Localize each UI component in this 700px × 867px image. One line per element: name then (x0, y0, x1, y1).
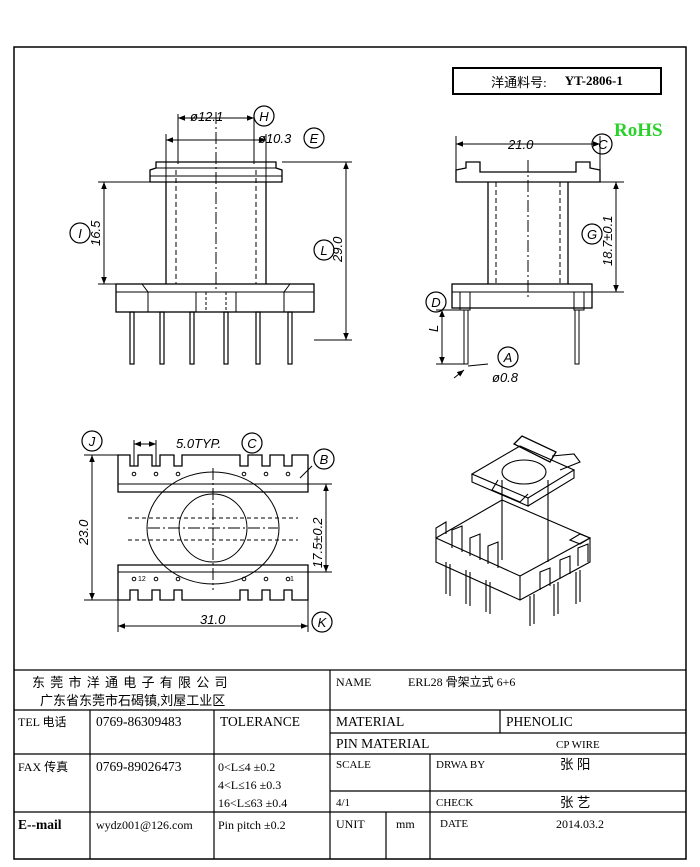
marker-a: A (503, 350, 513, 365)
marker-c-circle (241, 432, 263, 454)
date-label: DATE (440, 818, 469, 830)
dim-e-text: ø10.3 (258, 131, 292, 146)
front-view (98, 112, 352, 365)
tel-label: TEL 电话 (18, 715, 67, 729)
dim-h-text: ø12.1 (190, 109, 223, 124)
fax-label: FAX 传真 (18, 760, 69, 774)
tolerance-row2: 4<L≤16 ±0.3 (218, 778, 282, 792)
dim-i-text: 16.5 (88, 220, 103, 246)
marker-j-circle (81, 430, 103, 452)
material-value: PHENOLIC (506, 714, 573, 729)
marker-l: L (320, 243, 327, 258)
side-view (436, 136, 624, 379)
check-value: 张 艺 (560, 795, 591, 810)
marker-c-side: C (598, 137, 608, 152)
marker-i-circle (69, 222, 91, 244)
dim-inner-text: 17.5±0.2 (310, 517, 325, 568)
marker-h: H (259, 109, 269, 124)
dim-width-text: 21.0 (507, 137, 534, 152)
part-number-value: YT-2806-1 (564, 73, 623, 88)
marker-g: G (587, 227, 597, 242)
tolerance-pitch: Pin pitch ±0.2 (218, 818, 286, 832)
dim-pindia-text: ø0.8 (492, 370, 519, 385)
part-number-label: 洋通料号: (491, 74, 547, 90)
date-value: 2014.03.2 (556, 817, 604, 831)
company-address: 广东省东莞市石碣镇,刘屋工业区 (40, 693, 226, 708)
sheet-border (13, 46, 687, 860)
marker-b: B (320, 452, 329, 467)
check-label: CHECK (436, 797, 474, 809)
rohs-badge: RoHS (614, 120, 663, 141)
title-block-grid (14, 669, 686, 859)
dim-pitch-text: 5.0TYP. (176, 436, 221, 451)
tolerance-label: TOLERANCE (220, 714, 300, 729)
unit-label: UNIT (336, 817, 365, 831)
email-label: E--mail (18, 817, 62, 832)
fax-value: 0769-89026473 (96, 759, 182, 774)
tolerance-row3: 16<L≤63 ±0.4 (218, 796, 288, 810)
marker-i: I (78, 226, 82, 241)
marker-d-circle (425, 291, 447, 313)
pin-12-text: 12 (138, 576, 146, 583)
bottom-view (84, 440, 332, 632)
drawby-label: DRWA BY (436, 759, 486, 771)
pin-material-label: PIN MATERIAL (336, 736, 430, 751)
isometric-view (435, 435, 592, 626)
marker-e: E (310, 131, 319, 146)
scale-value: 4/1 (336, 797, 351, 809)
marker-l-circle (313, 239, 335, 261)
marker-j: J (88, 434, 96, 449)
material-label: MATERIAL (336, 714, 405, 729)
marker-e-circle (303, 127, 325, 149)
company-name: 东 莞 市 洋 通 电 子 有 限 公 司 (32, 675, 229, 690)
marker-k-circle (311, 611, 333, 633)
marker-g-circle (581, 223, 603, 245)
name-value: ERL28 骨架立式 6+6 (408, 675, 516, 689)
marker-h-circle (253, 105, 275, 127)
marker-a-circle (497, 346, 519, 368)
pin-1-text: 1 (290, 576, 294, 583)
dim-length-text: 31.0 (200, 612, 226, 627)
marker-c-side-circle (591, 133, 613, 155)
name-label: NAME (336, 675, 372, 689)
marker-k: K (318, 615, 328, 630)
dim-g-text: 18.7±0.1 (600, 215, 615, 266)
part-number-box: 洋通料号: YT-2806-1 (452, 67, 662, 95)
pin-material-value: CP WIRE (556, 739, 600, 751)
marker-d: D (431, 295, 440, 310)
tolerance-row1: 0<L≤4 ±0.2 (218, 760, 276, 774)
marker-b-circle (313, 448, 335, 470)
dim-lpin-text: L (426, 325, 441, 332)
tel-value: 0769-86309483 (96, 714, 182, 729)
drawby-value: 张 阳 (560, 757, 591, 772)
marker-c: C (247, 436, 257, 451)
dim-height-text: 23.0 (76, 519, 91, 546)
dim-l-text: 29.0 (330, 236, 345, 263)
scale-label: SCALE (336, 759, 371, 771)
email-value: wydz001@126.com (96, 818, 193, 832)
unit-value: mm (396, 817, 415, 831)
